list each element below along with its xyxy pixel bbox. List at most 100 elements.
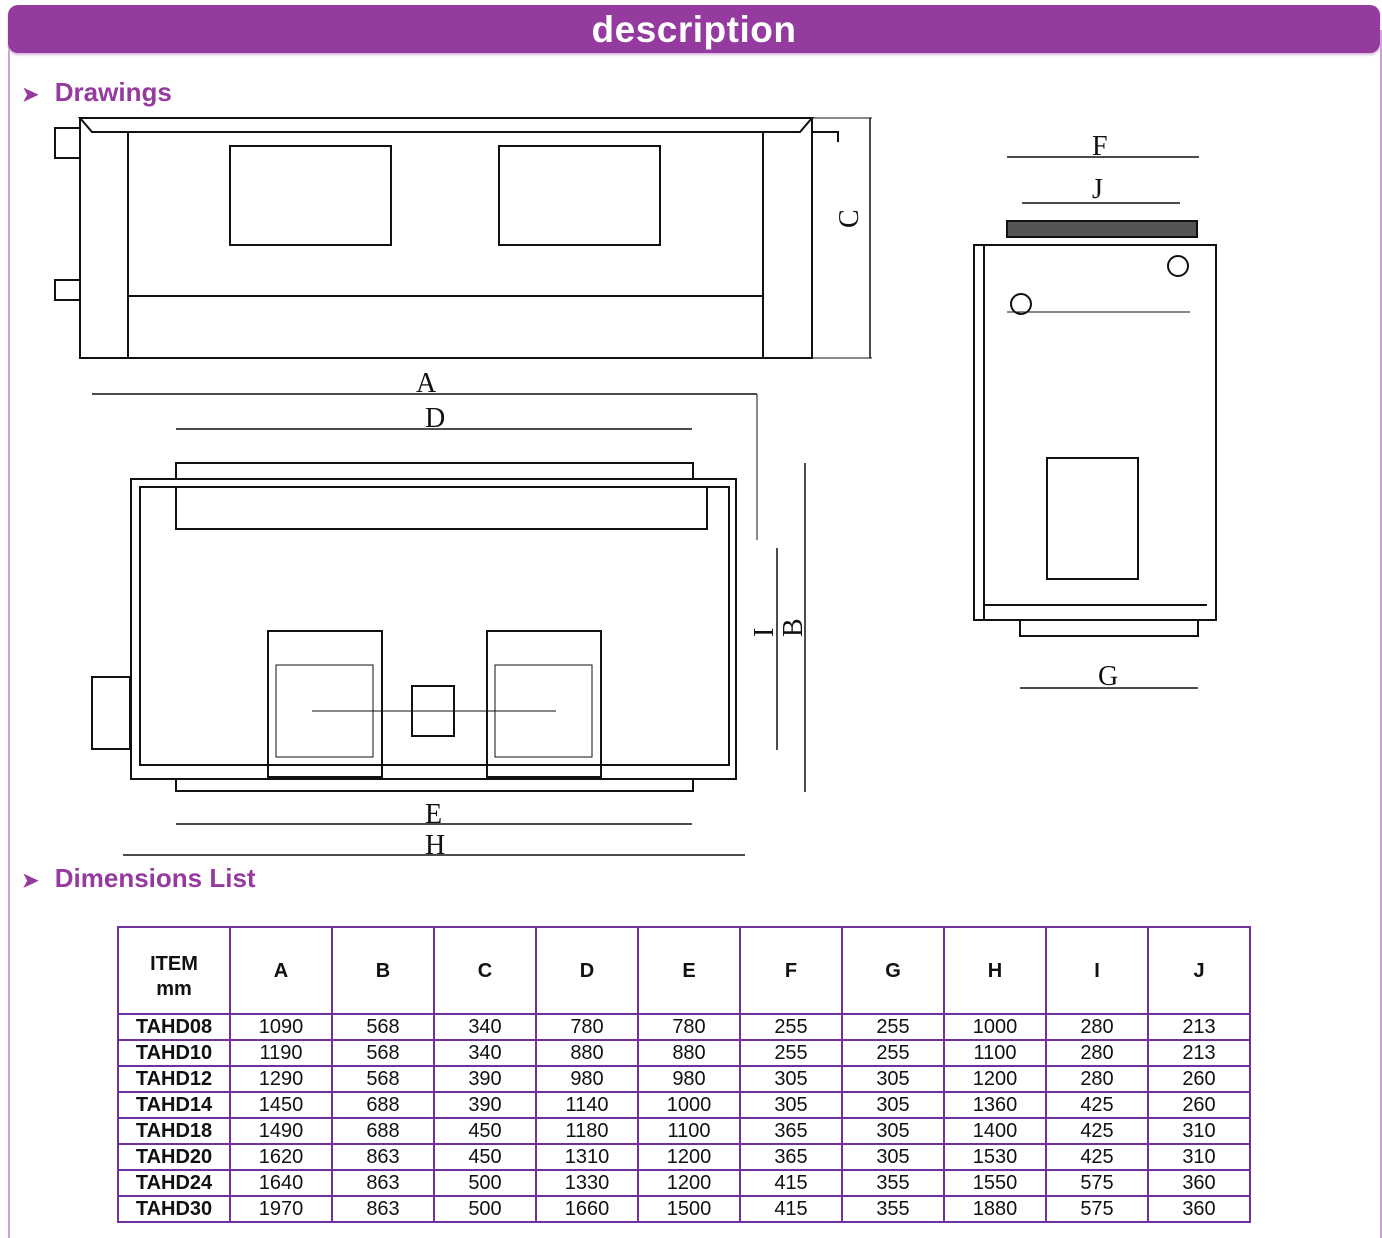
value-cell: 450 bbox=[433, 1117, 537, 1145]
item-cell: TAHD14 bbox=[117, 1091, 231, 1119]
value-cell: 1190 bbox=[229, 1039, 333, 1067]
item-cell: TAHD30 bbox=[117, 1195, 231, 1223]
value-cell: 1660 bbox=[535, 1195, 639, 1223]
dim-label-c: C bbox=[834, 209, 865, 228]
dim-label-d: D bbox=[425, 403, 445, 434]
value-cell: 340 bbox=[433, 1013, 537, 1041]
value-cell: 880 bbox=[637, 1039, 741, 1067]
value-cell: 305 bbox=[841, 1143, 945, 1171]
value-cell: 365 bbox=[739, 1117, 843, 1145]
section-title: Dimensions List bbox=[54, 863, 256, 893]
value-cell: 1530 bbox=[943, 1143, 1047, 1171]
value-cell: 260 bbox=[1147, 1091, 1251, 1119]
value-cell: 365 bbox=[739, 1143, 843, 1171]
value-cell: 450 bbox=[433, 1143, 537, 1171]
arrow-icon: ➤ bbox=[22, 84, 39, 106]
value-cell: 1640 bbox=[229, 1169, 333, 1197]
arrow-icon: ➤ bbox=[22, 870, 39, 892]
header-cell: J bbox=[1147, 926, 1251, 1015]
value-cell: 1000 bbox=[637, 1091, 741, 1119]
value-cell: 1880 bbox=[943, 1195, 1047, 1223]
value-cell: 780 bbox=[637, 1013, 741, 1041]
header-cell: F bbox=[739, 926, 843, 1015]
value-cell: 305 bbox=[841, 1091, 945, 1119]
value-cell: 1490 bbox=[229, 1117, 333, 1145]
dim-label-a: A bbox=[416, 368, 437, 399]
value-cell: 863 bbox=[331, 1195, 435, 1223]
header-cell: C bbox=[433, 926, 537, 1015]
value-cell: 360 bbox=[1147, 1169, 1251, 1197]
value-cell: 1200 bbox=[637, 1143, 741, 1171]
item-cell: TAHD10 bbox=[117, 1039, 231, 1067]
value-cell: 415 bbox=[739, 1195, 843, 1223]
technical-drawings: C A D I B E H bbox=[54, 117, 1217, 861]
value-cell: 1360 bbox=[943, 1091, 1047, 1119]
value-cell: 255 bbox=[739, 1013, 843, 1041]
dim-label-i: I bbox=[749, 628, 780, 637]
value-cell: 255 bbox=[841, 1039, 945, 1067]
value-cell: 255 bbox=[841, 1013, 945, 1041]
value-cell: 213 bbox=[1147, 1039, 1251, 1067]
value-cell: 1290 bbox=[229, 1065, 333, 1093]
value-cell: 1100 bbox=[637, 1117, 741, 1145]
value-cell: 1200 bbox=[637, 1169, 741, 1197]
value-cell: 688 bbox=[331, 1091, 435, 1119]
value-cell: 305 bbox=[739, 1065, 843, 1093]
value-cell: 500 bbox=[433, 1195, 537, 1223]
value-cell: 360 bbox=[1147, 1195, 1251, 1223]
value-cell: 425 bbox=[1045, 1117, 1149, 1145]
value-cell: 575 bbox=[1045, 1195, 1149, 1223]
value-cell: 305 bbox=[841, 1065, 945, 1093]
value-cell: 390 bbox=[433, 1065, 537, 1093]
value-cell: 280 bbox=[1045, 1039, 1149, 1067]
value-cell: 1100 bbox=[943, 1039, 1047, 1067]
value-cell: 863 bbox=[331, 1169, 435, 1197]
header-cell: I bbox=[1045, 926, 1149, 1015]
value-cell: 355 bbox=[841, 1195, 945, 1223]
value-cell: 568 bbox=[331, 1039, 435, 1067]
value-cell: 575 bbox=[1045, 1169, 1149, 1197]
value-cell: 1550 bbox=[943, 1169, 1047, 1197]
top-view: A D I B E H bbox=[91, 368, 809, 861]
header-cell: B bbox=[331, 926, 435, 1015]
item-cell: TAHD20 bbox=[117, 1143, 231, 1171]
value-cell: 880 bbox=[535, 1039, 639, 1067]
value-cell: 390 bbox=[433, 1091, 537, 1119]
value-cell: 1450 bbox=[229, 1091, 333, 1119]
dim-label-j: J bbox=[1092, 174, 1103, 205]
value-cell: 1310 bbox=[535, 1143, 639, 1171]
value-cell: 780 bbox=[535, 1013, 639, 1041]
dim-label-f: F bbox=[1092, 131, 1108, 162]
value-cell: 415 bbox=[739, 1169, 843, 1197]
value-cell: 355 bbox=[841, 1169, 945, 1197]
item-cell: TAHD08 bbox=[117, 1013, 231, 1041]
value-cell: 1200 bbox=[943, 1065, 1047, 1093]
header-cell: D bbox=[535, 926, 639, 1015]
item-cell: TAHD12 bbox=[117, 1065, 231, 1093]
section-title: Drawings bbox=[54, 77, 172, 107]
value-cell: 1180 bbox=[535, 1117, 639, 1145]
header-cell: G bbox=[841, 926, 945, 1015]
value-cell: 1000 bbox=[943, 1013, 1047, 1041]
side-view: F J G bbox=[973, 131, 1217, 692]
page-title: description bbox=[591, 9, 797, 50]
value-cell: 863 bbox=[331, 1143, 435, 1171]
header-cell: H bbox=[943, 926, 1047, 1015]
value-cell: 1620 bbox=[229, 1143, 333, 1171]
value-cell: 280 bbox=[1045, 1065, 1149, 1093]
value-cell: 500 bbox=[433, 1169, 537, 1197]
value-cell: 305 bbox=[739, 1091, 843, 1119]
value-cell: 255 bbox=[739, 1039, 843, 1067]
value-cell: 1970 bbox=[229, 1195, 333, 1223]
value-cell: 280 bbox=[1045, 1013, 1149, 1041]
value-cell: 1500 bbox=[637, 1195, 741, 1223]
value-cell: 213 bbox=[1147, 1013, 1251, 1041]
